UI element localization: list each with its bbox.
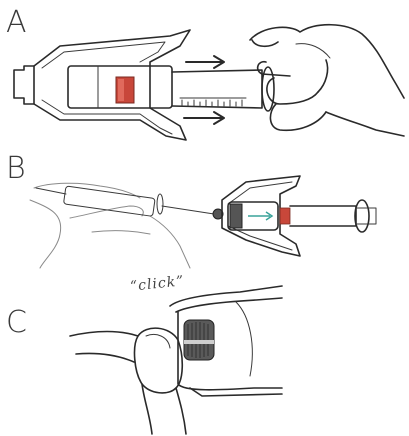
device-icon	[222, 176, 376, 256]
device-icon	[14, 30, 274, 140]
step-b-illustration	[0, 148, 409, 276]
hand-icon	[70, 328, 186, 434]
hand-icon	[30, 183, 190, 268]
device-icon	[170, 286, 282, 396]
step-c-panel: C “click”	[0, 276, 409, 436]
step-a-panel: A	[0, 0, 409, 148]
arrow-right-icon	[184, 56, 224, 124]
step-c-illustration	[0, 276, 409, 436]
plunger-indicator	[280, 208, 290, 224]
syringe-icon	[36, 186, 223, 219]
step-a-illustration	[0, 0, 409, 148]
step-b-panel: B	[0, 148, 409, 276]
